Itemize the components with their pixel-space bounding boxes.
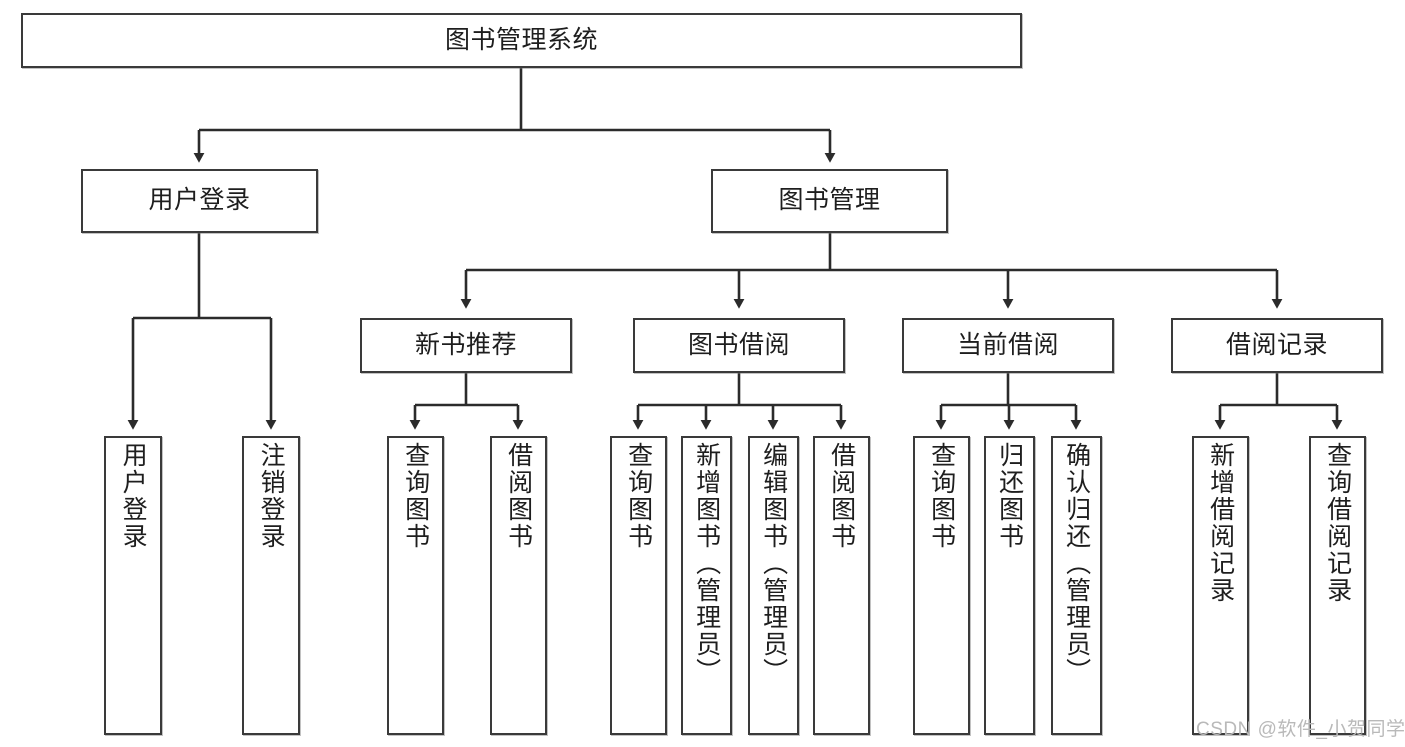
node-leaf-confirm-return[interactable]: 确认归还（管理员） <box>1051 436 1102 735</box>
node-leaf-add-record-label: 新增借阅记录 <box>1206 442 1235 604</box>
node-leaf-add-record[interactable]: 新增借阅记录 <box>1192 436 1249 735</box>
node-leaf-query-book-3-label: 查询图书 <box>927 442 956 550</box>
node-leaf-add-book-label: 新增图书（管理员） <box>692 442 721 685</box>
node-new-book-recommend-label: 新书推荐 <box>414 330 517 359</box>
node-leaf-user-logout-label: 注销登录 <box>257 442 286 550</box>
node-leaf-add-book[interactable]: 新增图书（管理员） <box>681 436 732 735</box>
node-leaf-borrow-book-2-label: 借阅图书 <box>827 442 856 550</box>
node-user-login[interactable]: 用户登录 <box>81 169 318 233</box>
node-leaf-borrow-book-2[interactable]: 借阅图书 <box>813 436 870 735</box>
node-borrow-record[interactable]: 借阅记录 <box>1171 318 1383 373</box>
node-leaf-edit-book-label: 编辑图书（管理员） <box>759 442 788 685</box>
node-leaf-user-login[interactable]: 用户登录 <box>104 436 162 735</box>
node-book-borrow[interactable]: 图书借阅 <box>633 318 845 373</box>
node-leaf-query-book-1[interactable]: 查询图书 <box>387 436 444 735</box>
node-leaf-query-book-2-label: 查询图书 <box>624 442 653 550</box>
node-borrow-record-label: 借阅记录 <box>1225 330 1328 359</box>
node-leaf-query-book-1-label: 查询图书 <box>401 442 430 550</box>
node-leaf-return-book[interactable]: 归还图书 <box>984 436 1035 735</box>
node-leaf-borrow-book-1-label: 借阅图书 <box>504 442 533 550</box>
node-book-manage-label: 图书管理 <box>778 186 881 215</box>
node-leaf-edit-book[interactable]: 编辑图书（管理员） <box>748 436 799 735</box>
node-new-book-recommend[interactable]: 新书推荐 <box>360 318 572 373</box>
node-leaf-user-login-label: 用户登录 <box>119 442 148 550</box>
node-leaf-query-book-2[interactable]: 查询图书 <box>610 436 667 735</box>
node-leaf-return-book-label: 归还图书 <box>995 442 1024 550</box>
node-current-borrow-label: 当前借阅 <box>956 330 1059 359</box>
node-root[interactable]: 图书管理系统 <box>21 13 1022 68</box>
node-leaf-confirm-return-label: 确认归还（管理员） <box>1062 442 1091 685</box>
node-leaf-query-book-3[interactable]: 查询图书 <box>913 436 970 735</box>
node-root-label: 图书管理系统 <box>444 25 598 54</box>
node-user-login-label: 用户登录 <box>148 186 251 215</box>
node-leaf-borrow-book-1[interactable]: 借阅图书 <box>490 436 547 735</box>
node-book-manage[interactable]: 图书管理 <box>711 169 948 233</box>
node-book-borrow-label: 图书借阅 <box>687 330 790 359</box>
node-current-borrow[interactable]: 当前借阅 <box>902 318 1114 373</box>
csdn-watermark: CSDN @软件_小贺同学 <box>1196 719 1405 740</box>
node-leaf-query-record[interactable]: 查询借阅记录 <box>1309 436 1366 735</box>
node-leaf-user-logout[interactable]: 注销登录 <box>242 436 300 735</box>
node-leaf-query-record-label: 查询借阅记录 <box>1323 442 1352 604</box>
